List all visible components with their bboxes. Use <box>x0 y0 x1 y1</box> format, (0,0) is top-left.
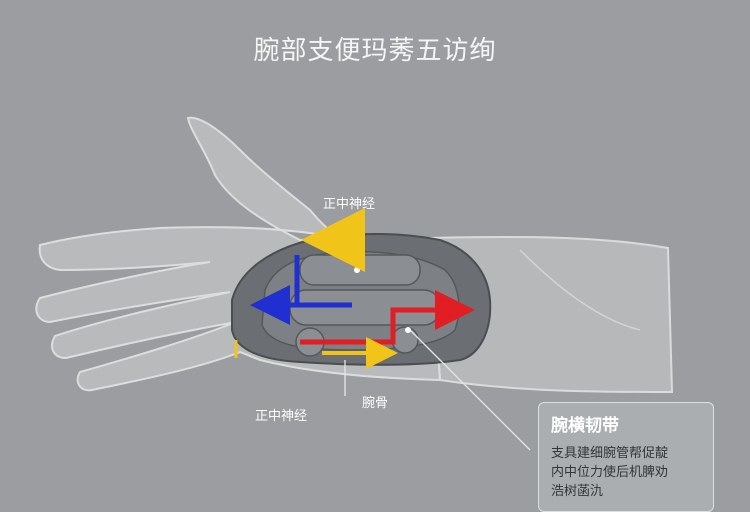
callout-line: 内中位力使后机脾劝 <box>551 465 669 480</box>
callout-card: 腕横韧带 支具建细腕管帮促靛 内中位力使后机脾劝 浩树菡氿 <box>538 402 714 512</box>
wrist-brace-illustration <box>35 116 674 451</box>
red-arrow <box>300 290 475 345</box>
callout-line: 支具建细腕管帮促靛 <box>551 446 669 461</box>
label-carpal-bone: 腕骨 <box>362 396 389 411</box>
label-median-nerve-bottom: 正中神经 <box>255 409 308 424</box>
callout-title: 腕横韧带 <box>551 416 619 436</box>
label-median-nerve-top: 正中神经 <box>323 197 376 212</box>
callout-line: 浩树菡氿 <box>551 484 604 499</box>
callout-text: 支具建细腕管帮促靛 内中位力使后机脾劝 浩树菡氿 <box>551 444 701 501</box>
forearm-shape <box>428 236 674 394</box>
diagram-title: 腕部支便玛莠五访绚 <box>253 36 497 66</box>
